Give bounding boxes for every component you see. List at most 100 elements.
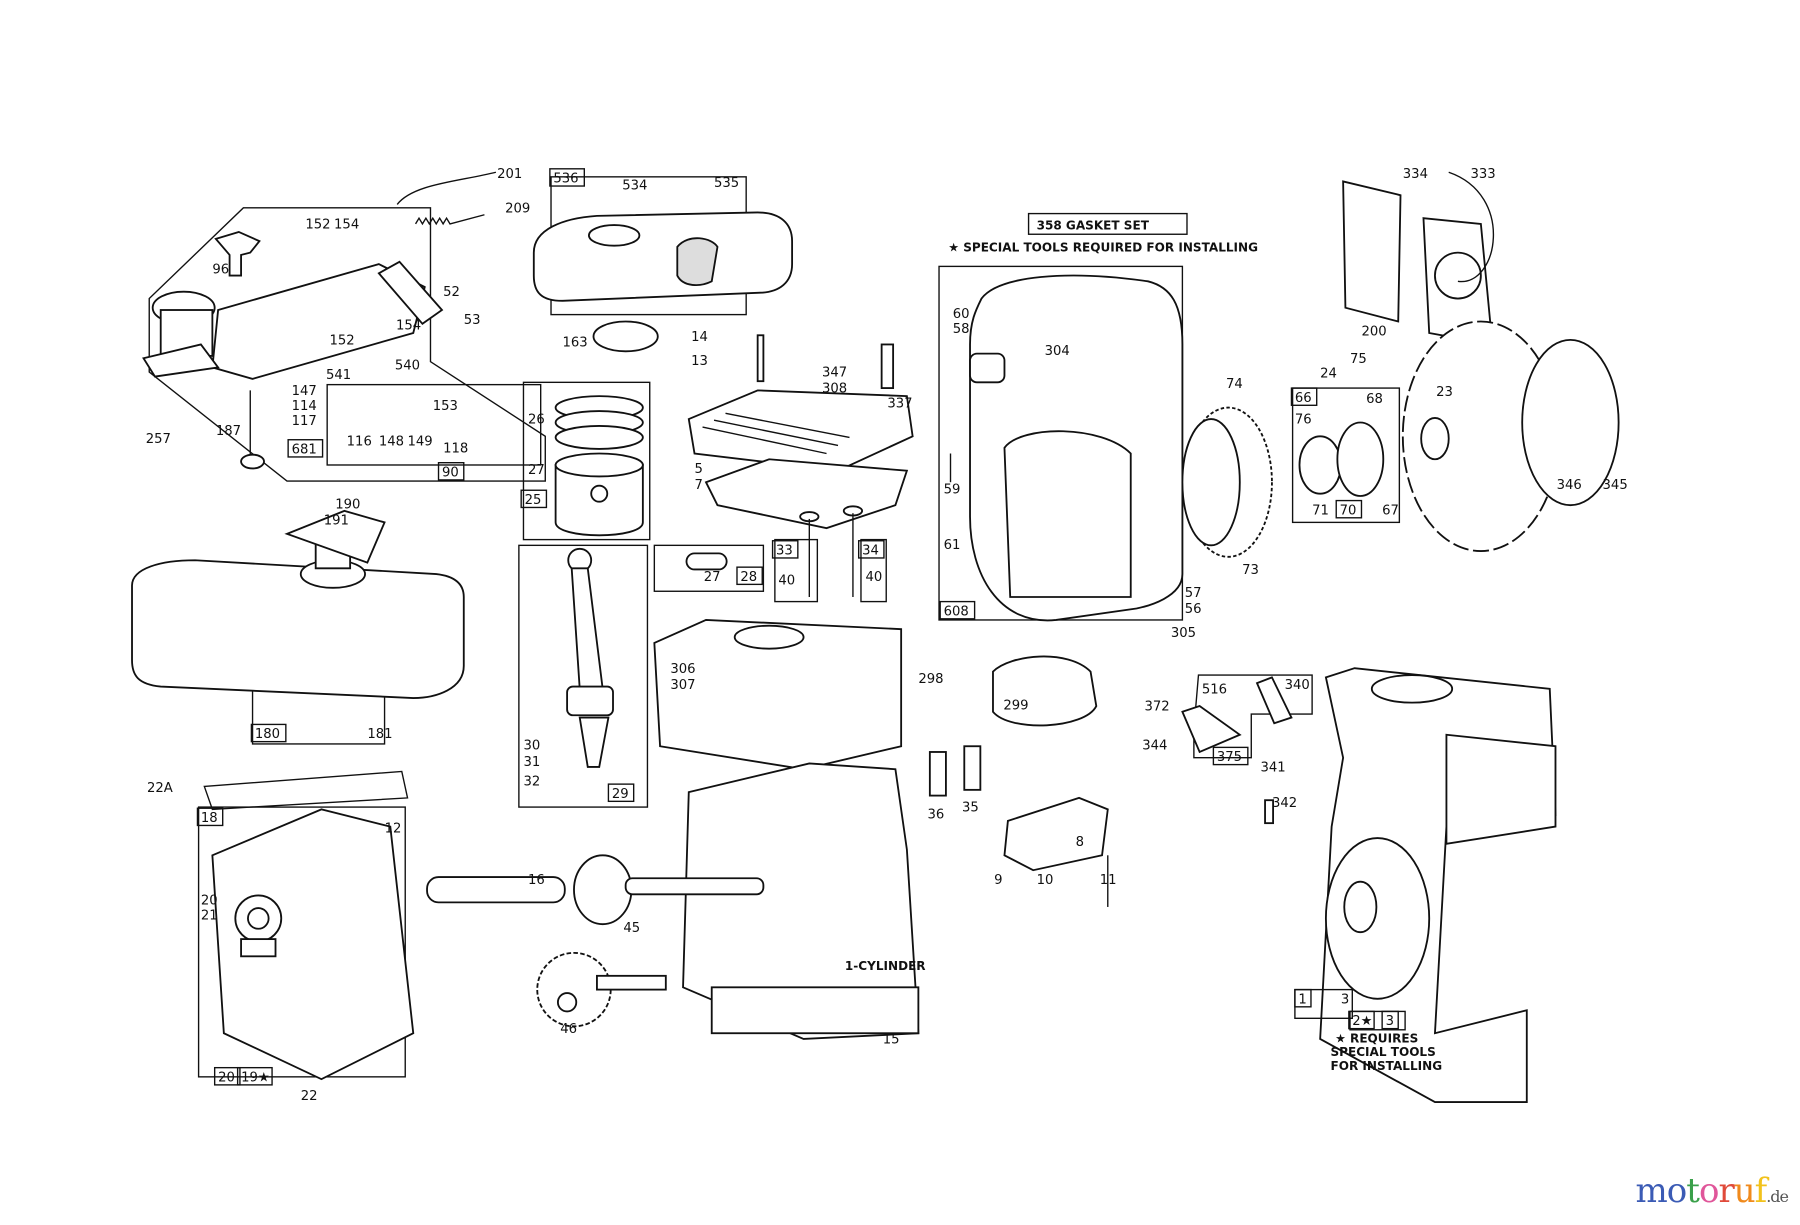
boxed-part-callout: 34 — [862, 544, 879, 559]
part-callout: 21 — [201, 909, 218, 924]
part-callout: 20 — [201, 894, 218, 909]
part-callout: 27 — [704, 570, 721, 585]
watermark-letter: t — [1686, 1171, 1700, 1211]
part-callout: 298 — [918, 672, 943, 687]
spring-pair-icon — [928, 745, 982, 797]
boxed-part-callout: 18 — [201, 811, 218, 826]
boxed-part-callout: 70 — [1340, 503, 1357, 518]
governor-link-icon — [396, 171, 497, 205]
callout-box — [939, 600, 976, 620]
part-callout: 14 — [691, 330, 708, 345]
governor-lever-icon — [1181, 676, 1293, 825]
callout-box — [736, 566, 763, 586]
part-callout: 46 — [560, 1022, 577, 1037]
part-callout: 163 — [563, 336, 588, 351]
part-callout: 257 — [146, 432, 171, 447]
boxed-part-callout: 66 — [1295, 391, 1312, 406]
part-callout: 7 — [695, 478, 703, 493]
callout-box — [1348, 1010, 1375, 1030]
air-cleaner-icon — [532, 211, 794, 353]
part-callout: 540 — [395, 359, 420, 374]
part-callout: 333 — [1471, 167, 1496, 182]
boxed-part-callout: 1 — [1298, 992, 1306, 1007]
requires-note-line-1: ★ REQUIRES — [1335, 1031, 1418, 1045]
part-callout: 40 — [778, 573, 795, 588]
valve-34-frame — [860, 538, 887, 603]
part-callout: 181 — [367, 727, 392, 742]
part-callout: 306 — [670, 662, 695, 677]
piston-pin-icon — [685, 552, 728, 571]
part-callout: 27 — [528, 463, 545, 478]
part-callout: 541 — [326, 368, 351, 383]
part-callout: 53 — [464, 313, 481, 328]
clutch-frame — [1291, 387, 1401, 524]
part-callout: 10 — [1037, 873, 1054, 888]
part-callout: 16 — [528, 873, 545, 888]
piston-icon — [554, 395, 644, 537]
part-callout: 22A — [147, 781, 173, 796]
part-callout: 56 — [1185, 602, 1202, 617]
callout-box — [437, 462, 465, 481]
callout-box — [549, 168, 586, 187]
boxed-part-callout: 681 — [292, 443, 317, 458]
part-callout: 152 — [329, 333, 354, 348]
part-callout: 15 — [883, 1033, 900, 1048]
flywheel-icon — [1401, 320, 1620, 553]
part-callout: 35 — [962, 801, 979, 816]
watermark-letter: f — [1754, 1171, 1768, 1211]
part-callout: 209 — [505, 201, 530, 216]
part-callout: 299 — [1003, 699, 1028, 714]
part-callout: 75 — [1350, 352, 1367, 367]
part-callout: 341 — [1260, 760, 1285, 775]
boxed-part-callout: 3 — [1386, 1014, 1394, 1029]
boxed-part-callout: 28 — [740, 570, 757, 585]
spring-icon — [414, 214, 485, 226]
boxed-part-callout: 25 — [525, 493, 542, 508]
part-callout: 190 — [335, 498, 360, 513]
carburetor-group-frame — [148, 207, 546, 482]
cam-gear-icon — [536, 951, 667, 1028]
callout-box — [1212, 746, 1249, 766]
part-callout: 3 — [1341, 992, 1349, 1007]
part-callout: 57 — [1185, 586, 1202, 601]
part-callout: 68 — [1366, 392, 1383, 407]
kit-681-frame — [326, 383, 542, 466]
part-callout: 9 — [994, 873, 1002, 888]
crankcase-cover-icon — [203, 770, 415, 1081]
ignition-coil-icon — [1342, 171, 1495, 346]
callout-box — [287, 439, 324, 458]
watermark-letter: o — [1666, 1171, 1688, 1211]
part-callout: 31 — [523, 755, 540, 770]
boxed-part-callout: 2★ — [1352, 1014, 1372, 1029]
part-callout: 154 — [396, 319, 421, 334]
callout-box — [607, 783, 635, 803]
callout-box — [1381, 1010, 1399, 1030]
part-callout: 118 — [443, 441, 468, 456]
special-tools-note: ★ SPECIAL TOOLS REQUIRED FOR INSTALLING — [948, 240, 1258, 254]
watermark-letter: m — [1635, 1171, 1668, 1211]
boxed-part-callout: 536 — [553, 172, 578, 187]
part-callout: 114 — [292, 399, 317, 414]
part-callout: 534 — [622, 178, 647, 193]
carburetor-gasket-icon — [377, 260, 444, 326]
boxed-part-callout: 29 — [612, 787, 629, 802]
gasket-set-box — [1027, 212, 1188, 235]
part-callout: 346 — [1557, 478, 1582, 493]
cylinder-head-icon — [687, 334, 914, 530]
watermark-letter: r — [1718, 1171, 1734, 1211]
watermark-logo: motoruf.de — [1635, 1171, 1789, 1211]
part-callout: 347 — [822, 366, 847, 381]
part-callout: 308 — [822, 382, 847, 397]
boxed-part-callout: 33 — [776, 544, 793, 559]
part-callout: 187 — [216, 424, 241, 439]
part-callout: 59 — [944, 483, 961, 498]
part-callout: 337 — [887, 397, 912, 412]
part-callout: 344 — [1142, 739, 1167, 754]
part-callout: 153 — [433, 399, 458, 414]
fuel-tank-icon — [131, 509, 465, 699]
part-callout: 8 — [1076, 835, 1084, 850]
connecting-rod-frame — [518, 544, 649, 808]
part-callout: 201 — [497, 167, 522, 182]
part-callout: 149 — [408, 434, 433, 449]
part-callout: 305 — [1171, 626, 1196, 641]
